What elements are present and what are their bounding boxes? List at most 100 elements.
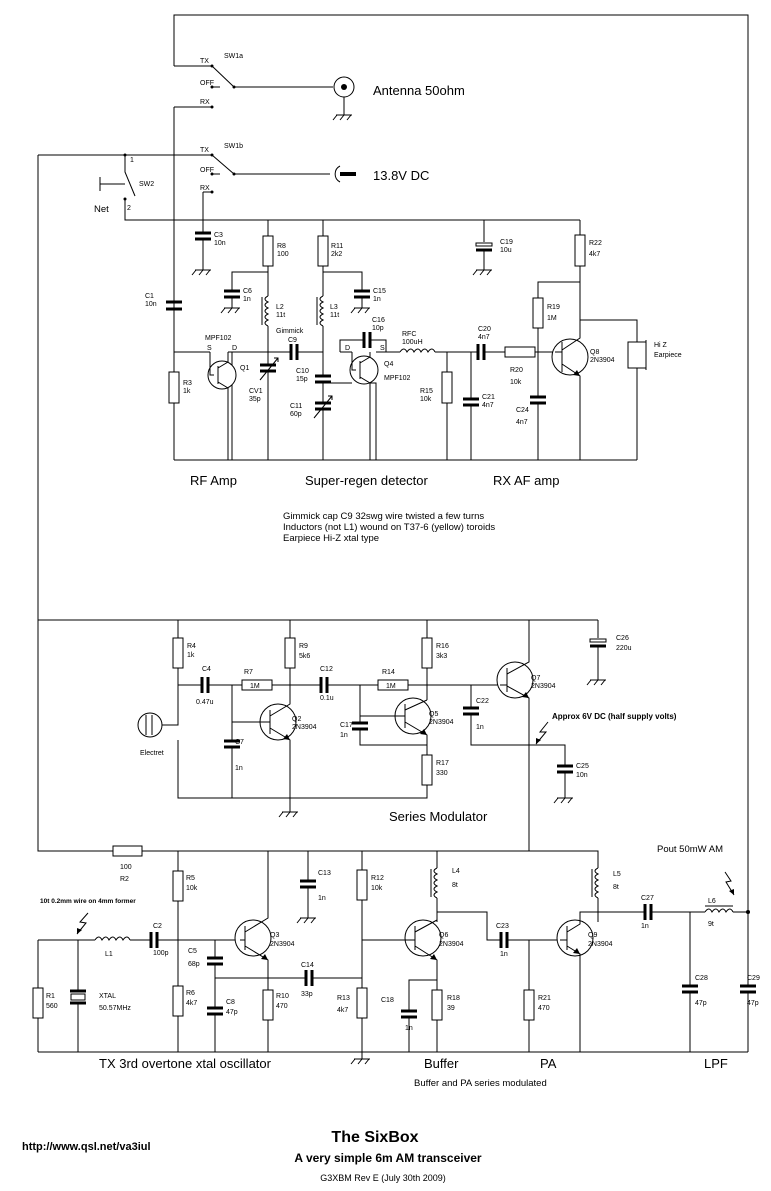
main-wiring xyxy=(37,14,749,910)
oscillator-stage: 100 R2 R5 10k R6 4k7 R1 560 XTAL 50.57MH… xyxy=(32,845,748,1053)
buffer-label: Buffer xyxy=(424,1056,459,1071)
series-note: Buffer and PA series modulated xyxy=(414,1078,547,1089)
antenna-label: Antenna 50ohm xyxy=(373,83,465,98)
c13-ref: C13 xyxy=(318,870,331,877)
c1-ref: C1 xyxy=(145,293,154,300)
r19-val: 1M xyxy=(547,315,557,322)
r21-val: 470 xyxy=(538,1005,550,1012)
r18-val: 39 xyxy=(447,1005,455,1012)
c7-val: 1n xyxy=(235,765,243,772)
tx-section-labels: TX 3rd overtone xtal oscillator Buffer P… xyxy=(99,1056,728,1089)
r19-ref: R19 xyxy=(547,304,560,311)
sw1a-label: SW1a xyxy=(224,53,243,60)
c25-val: 10n xyxy=(576,772,588,779)
r1-ref: R1 xyxy=(46,993,55,1000)
r7-val: 1M xyxy=(250,683,260,690)
dc-label: 13.8V DC xyxy=(373,168,429,183)
note-1: Gimmick cap C9 32swg wire twisted a few … xyxy=(283,511,484,522)
switch-sw1a: TX OFF RX SW1a xyxy=(174,53,333,109)
sw1b-label: SW1b xyxy=(224,143,243,150)
r7-ref: R7 xyxy=(244,669,253,676)
sw1b-off: OFF xyxy=(200,167,214,174)
q1-d: D xyxy=(232,345,237,352)
r15-val: 10k xyxy=(420,396,432,403)
q8-part: 2N3904 xyxy=(590,357,615,364)
lpf-stage: C27 1n L6 9t C28 47p C29 47p Pout 50mW A… xyxy=(598,844,760,1052)
c15-val: 1n xyxy=(373,296,381,303)
c8-ref: C8 xyxy=(226,999,235,1006)
c27-ref: C27 xyxy=(641,895,654,902)
c3-val: 10n xyxy=(214,240,226,247)
footer-revision: G3XBM Rev E (July 30th 2009) xyxy=(320,1173,446,1183)
l1-note: 10t 0.2mm wire on 4mm former xyxy=(40,898,136,905)
footer-subtitle: A very simple 6m AM transceiver xyxy=(294,1151,482,1165)
c21-val: 4n7 xyxy=(482,402,494,409)
q2-part: 2N3904 xyxy=(292,724,317,731)
q5-ref: Q5 xyxy=(429,711,438,718)
r16-ref: R16 xyxy=(436,643,449,650)
c5-ref: C5 xyxy=(188,948,197,955)
q1-part: MPF102 xyxy=(205,335,232,342)
q6-part: 2N3904 xyxy=(439,941,464,948)
rx-af-label: RX AF amp xyxy=(493,473,559,488)
c17-ref: C17 xyxy=(340,722,353,729)
c28-ref: C28 xyxy=(695,975,708,982)
r21-ref: R21 xyxy=(538,995,551,1002)
c29-ref: C29 xyxy=(747,975,760,982)
c28-val: 47p xyxy=(695,1000,707,1007)
c9-ref: C9 xyxy=(288,337,297,344)
xtal-val: 50.57MHz xyxy=(99,1005,131,1012)
c10-val: 15p xyxy=(296,376,308,383)
c22-val: 1n xyxy=(476,724,484,731)
r14-ref: R14 xyxy=(382,669,395,676)
c26-val: 220u xyxy=(616,645,632,652)
c5-val: 68p xyxy=(188,961,200,968)
c29-val: 47p xyxy=(747,1000,759,1007)
l4-ref: L4 xyxy=(452,868,460,875)
c10-ref: C10 xyxy=(296,368,309,375)
c24-ref: C24 xyxy=(516,407,529,414)
l6-ref: L6 xyxy=(708,898,716,905)
r6-ref: R6 xyxy=(186,990,195,997)
q4-d: D xyxy=(345,345,350,352)
c4-ref: C4 xyxy=(202,666,211,673)
r14-val: 1M xyxy=(386,683,396,690)
c25-ref: C25 xyxy=(576,763,589,770)
c6-val: 1n xyxy=(243,296,251,303)
footer-url: http://www.qsl.net/va3iul xyxy=(22,1141,151,1153)
c27-val: 1n xyxy=(641,923,649,930)
r12-val: 10k xyxy=(371,885,383,892)
c2-ref: C2 xyxy=(153,923,162,930)
note-3: Earpiece Hi-Z xtal type xyxy=(283,533,379,544)
buffer-stage: R12 10k R13 4k7 L4 8t Q6 2N3904 C18 1n R… xyxy=(337,851,560,1065)
footer: http://www.qsl.net/va3iul The SixBox A v… xyxy=(22,1129,482,1183)
q9-part: 2N3904 xyxy=(588,941,613,948)
r8-ref: R8 xyxy=(277,243,286,250)
c1-val: 10n xyxy=(145,301,157,308)
rf-amp-label: RF Amp xyxy=(190,473,237,488)
pout-label: Pout 50mW AM xyxy=(657,844,723,855)
r17-val: 330 xyxy=(436,770,448,777)
c19-val: 10u xyxy=(500,247,512,254)
r9-val: 5k6 xyxy=(299,653,310,660)
modulator-label: Series Modulator xyxy=(389,809,488,824)
note-2: Inductors (not L1) wound on T37-6 (yello… xyxy=(283,522,495,533)
c16-val: 10p xyxy=(372,325,384,332)
c6-ref: C6 xyxy=(243,288,252,295)
c14-ref: C14 xyxy=(301,962,314,969)
c21-ref: C21 xyxy=(482,394,495,401)
l2-ref: L2 xyxy=(276,304,284,311)
modulator-stage: R4 1k C4 0.47u Electret R7 1M C7 1n R9 5… xyxy=(137,620,677,851)
r3-ref: R3 xyxy=(183,380,192,387)
r22-val: 4k7 xyxy=(589,251,600,258)
r1-val: 560 xyxy=(46,1003,58,1010)
r8-val: 100 xyxy=(277,251,289,258)
l2-val: 11t xyxy=(276,312,285,319)
dc-connector: 13.8V DC xyxy=(334,165,429,183)
gimmick-label: Gimmick xyxy=(276,328,304,335)
r9-ref: R9 xyxy=(299,643,308,650)
r17-ref: R17 xyxy=(436,760,449,767)
c19-ref: C19 xyxy=(500,239,513,246)
c11-val: 60p xyxy=(290,411,302,418)
